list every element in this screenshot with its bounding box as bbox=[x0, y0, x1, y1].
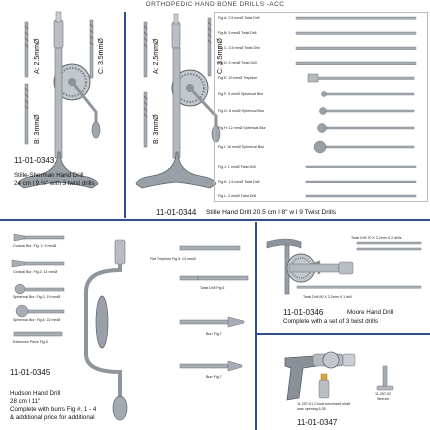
stille-sherman-panel: A: 2.5mmØ B: 3mmØ C: 3.5mmØ 11-01-0343 S… bbox=[0, 11, 124, 218]
stille-panel: A: 2.5mmØ B: 3mmØ C: 3.5mmØ Fig.A: 2.5 m… bbox=[126, 12, 430, 218]
burr-label: Conical Bur: Fig. 1: 9 mmØ bbox=[13, 244, 57, 248]
product-caption: Stille Hand Drill 20.5 cm l 8" w l 9 Twi… bbox=[206, 209, 337, 216]
stille-sherman-drill-image bbox=[17, 11, 101, 189]
product-code: 11-01-0345 bbox=[10, 368, 51, 377]
product-caption-line2: 24 cm l 9 ½" with 3 twist drills bbox=[14, 180, 95, 187]
part-label: Flat Trephine Fig.5: 14 mmØ bbox=[150, 257, 196, 261]
figure-row-label: Fig.D: 4 mmØ Twist Drill bbox=[218, 61, 257, 65]
figure-row-label: Fig.A: 2.5 mmØ Twist Drill bbox=[218, 16, 260, 20]
burr-label: Conical Bur: Fig.2: 14 mmØ bbox=[13, 270, 58, 274]
figure-row-label: Fig.C: 3.5 mmØ Twist Drill bbox=[218, 46, 260, 50]
figure-row-label: Fig.J: 1 mmØ Twist Drill bbox=[218, 165, 256, 169]
hudson-drill-image bbox=[84, 239, 128, 421]
stille-drill-image bbox=[135, 13, 221, 189]
product-caption-line4: & additional price for additional bbox=[10, 414, 95, 421]
product-caption: Complete with a set of 3 twist drills bbox=[283, 318, 378, 325]
drill-label-bottom: Twist Drill 90 X 3.2mm X 1 drill bbox=[303, 295, 352, 299]
figure-row-label: Fig.I: 16 mmØ Spherical Blur bbox=[218, 145, 265, 149]
product-code: 11-01-0346 bbox=[283, 308, 324, 317]
wrench-label: 11-257-02 bbox=[375, 392, 392, 396]
chuck-drill-image bbox=[284, 351, 394, 401]
burr-label: Spherical Bur: Fig.4: 22 mmØ bbox=[13, 318, 61, 322]
stille-bits-image bbox=[143, 17, 212, 148]
burr-label: Spherical Bur: Fig.3: 19 mmØ bbox=[13, 295, 61, 299]
figure-row-label: Fig.E: 10 mmØ Trephine bbox=[218, 76, 258, 80]
chuck-label: max opening 6.35 bbox=[297, 407, 326, 411]
moore-drill-image bbox=[266, 238, 422, 295]
product-code: 11-01-0347 bbox=[297, 418, 338, 427]
figure-row-label: Fig.H: 12 mmØ Spherical Blur bbox=[218, 126, 266, 130]
drill-label-top: Twist Drill 70 X 3.2mm X 2 drills bbox=[351, 236, 402, 240]
hudson-burrs-image bbox=[11, 233, 65, 337]
hudson-parts-image bbox=[179, 245, 249, 372]
hudson-panel: Conical Bur: Fig. 1: 9 mmØ Conical Bur: … bbox=[0, 222, 255, 430]
product-caption-line3: Complete with burrs Fig #. 1 - 4 bbox=[10, 406, 97, 413]
figure-row-label: Fig.K: 1.5 mmØ Twist Drill bbox=[218, 180, 260, 184]
product-code: 11-01-0343 bbox=[14, 156, 55, 165]
moore-panel: Twist Drill 70 X 3.2mm X 2 drills Twist … bbox=[257, 222, 430, 332]
chuck-panel: 11-257-01 Chuck benchwell shaft max open… bbox=[257, 336, 430, 430]
figure-row-label: Fig.L: 2 mmØ Twist Drill bbox=[218, 194, 257, 198]
twist-drill-a-image bbox=[24, 19, 94, 145]
part-label: Twist Drill Fig.6 bbox=[200, 286, 225, 290]
wrench-label: Wrench bbox=[377, 397, 390, 401]
figure-bits-image bbox=[295, 16, 417, 198]
figure-row-label: Fig.B: 3 mmØ Twist Drill bbox=[218, 31, 257, 35]
chuck-label: 11-257-01 Chuck benchwell shaft bbox=[297, 402, 351, 406]
horizontal-divider bbox=[0, 219, 430, 221]
product-name: Moore Hand Drill bbox=[347, 309, 394, 316]
figure-row-label: Fig.F: 5 mmØ Spherical Blur bbox=[218, 92, 264, 96]
product-caption-line1: Stille-Sherman Hand Drill bbox=[14, 172, 84, 179]
product-caption-line2: 28 cm l 11" bbox=[10, 398, 41, 405]
product-caption-line1: Hudson Hand Drill bbox=[10, 390, 61, 397]
horizontal-divider-right bbox=[256, 333, 430, 335]
vertical-divider-bottom bbox=[255, 222, 257, 430]
vertical-divider-top bbox=[124, 12, 126, 218]
part-label: Burr Fig.7 bbox=[206, 332, 222, 336]
part-label: Burr Fig.7 bbox=[206, 375, 222, 379]
product-code: 11-01-0344 bbox=[156, 208, 197, 217]
figure-row-label: Fig.G: 8 mmØ Spherical Blur bbox=[218, 109, 264, 113]
page-title: ORTHOPEDIC HAND BONE DRILLS -ACC bbox=[145, 1, 285, 8]
figure-list-box bbox=[214, 12, 428, 202]
burr-label: Extension Piece Fig.5 bbox=[13, 340, 48, 344]
